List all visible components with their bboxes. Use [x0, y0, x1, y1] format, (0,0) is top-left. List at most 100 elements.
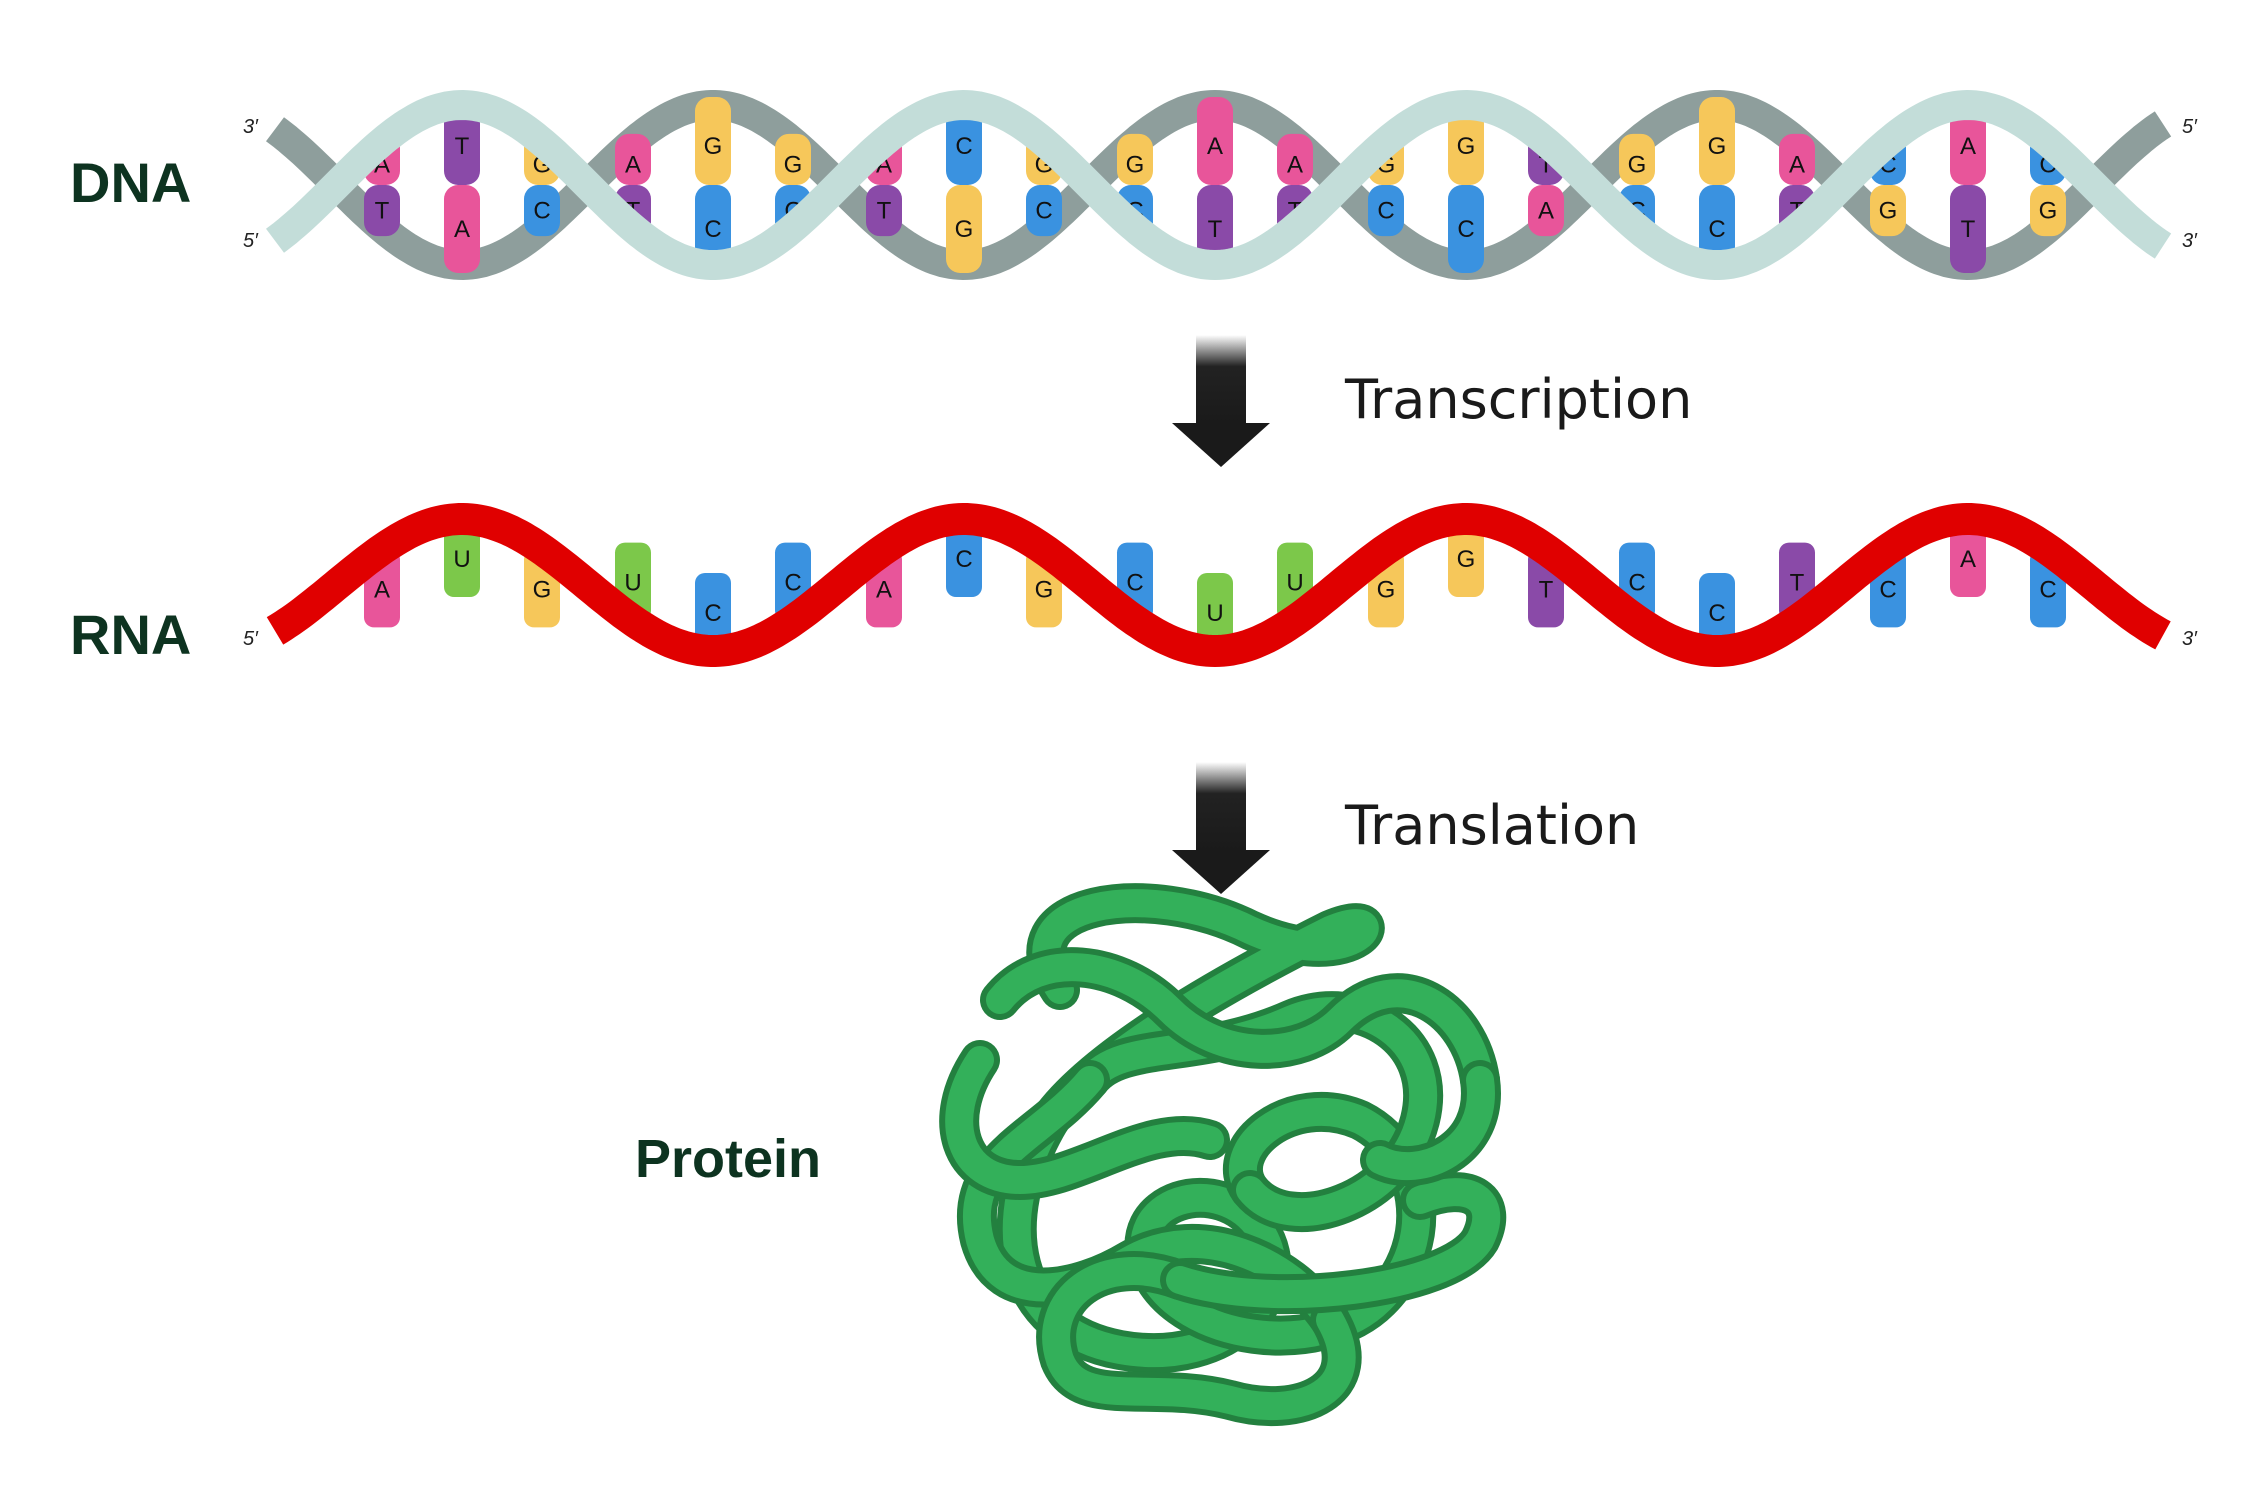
- transcription-label: Transcription: [1345, 368, 1693, 431]
- base-letter: A: [876, 576, 892, 603]
- base-letter: C: [704, 600, 721, 627]
- dna-base-pair: CG: [946, 97, 982, 273]
- protein-chain: [986, 953, 1494, 1094]
- rna-backbone: [266, 503, 2171, 668]
- dna-base-pair: CG: [2030, 133, 2066, 237]
- base-letter: C: [1708, 600, 1725, 627]
- dna-base-pair: AT: [1197, 97, 1233, 273]
- base-C: [1699, 573, 1735, 651]
- base-A: [1779, 133, 1815, 185]
- base-letter: G: [1628, 151, 1647, 178]
- dna-base-pair: GC: [1448, 97, 1484, 273]
- dna-front-strand: [266, 89, 2172, 281]
- base-letter: A: [1538, 198, 1554, 225]
- base-U: [444, 519, 480, 597]
- protein-blob: [939, 883, 1507, 1427]
- translation-label: Translation: [1345, 794, 1640, 857]
- dna-base-pair: TA: [444, 97, 480, 273]
- rna-base: C: [695, 573, 731, 651]
- base-G: [1117, 133, 1153, 185]
- protein-chain: [1366, 1066, 1495, 1181]
- base-letter: A: [1960, 546, 1976, 573]
- rna-base: C: [1699, 573, 1735, 651]
- dna-base-pair: GC: [1699, 97, 1735, 273]
- base-letter: G: [704, 133, 723, 160]
- base-letter: U: [453, 546, 470, 573]
- base-letter: C: [1879, 576, 1896, 603]
- base-T: [1950, 185, 1986, 273]
- dna-end-top-right: 5′: [2182, 116, 2197, 138]
- protein-chain: [1042, 1257, 1356, 1421]
- base-A: [1950, 519, 1986, 597]
- base-C: [1026, 185, 1062, 237]
- base-letter: G: [1457, 133, 1476, 160]
- base-A: [615, 133, 651, 185]
- base-letter: A: [374, 576, 390, 603]
- rna-base: A: [1950, 519, 1986, 597]
- base-G: [1619, 133, 1655, 185]
- base-letter: G: [1708, 133, 1727, 160]
- transcription-arrow: [1172, 335, 1270, 467]
- rna-base: G: [1448, 519, 1484, 597]
- base-letter: C: [1628, 570, 1645, 597]
- base-C: [1368, 185, 1404, 237]
- dna-helix: ATTAGCATGCGCATCGGCGCATATGCGCTAGCGCATCGAT…: [266, 89, 2172, 281]
- base-C: [695, 573, 731, 651]
- dna-base-pair: AT: [1950, 97, 1986, 273]
- base-U: [1197, 573, 1233, 651]
- base-letter: U: [1286, 570, 1303, 597]
- protein-chain: [945, 1046, 1224, 1195]
- rna-base: U: [1197, 573, 1233, 651]
- base-letter: C: [1035, 198, 1052, 225]
- dna-end-top-left: 3′: [243, 116, 258, 138]
- base-letter: U: [1206, 600, 1223, 627]
- base-letter: C: [1126, 570, 1143, 597]
- dna-end-bottom-right: 3′: [2182, 230, 2197, 252]
- base-letter: G: [1377, 576, 1396, 603]
- base-letter: C: [1708, 216, 1725, 243]
- base-letter: T: [1208, 216, 1223, 243]
- base-letter: T: [1961, 216, 1976, 243]
- base-letter: C: [1457, 216, 1474, 243]
- base-A: [1528, 185, 1564, 237]
- base-letter: G: [955, 216, 974, 243]
- base-A: [444, 185, 480, 273]
- protein-label: Protein: [635, 1129, 822, 1189]
- base-letter: A: [454, 216, 470, 243]
- rna-base: C: [946, 519, 982, 597]
- rna-label: RNA: [70, 603, 192, 666]
- base-G: [1448, 519, 1484, 597]
- dna-base-pair: GC: [695, 97, 731, 273]
- base-letter: G: [784, 151, 803, 178]
- base-letter: C: [2039, 576, 2056, 603]
- base-letter: C: [533, 198, 550, 225]
- dna-label: DNA: [70, 151, 192, 214]
- base-letter: C: [1377, 198, 1394, 225]
- base-G: [946, 185, 982, 273]
- base-G: [695, 97, 731, 185]
- base-letter: G: [1457, 546, 1476, 573]
- base-G: [2030, 185, 2066, 237]
- base-letter: T: [1539, 576, 1554, 603]
- base-T: [866, 185, 902, 237]
- base-letter: G: [533, 576, 552, 603]
- base-letter: A: [625, 151, 641, 178]
- base-letter: T: [877, 198, 892, 225]
- base-letter: C: [955, 133, 972, 160]
- base-G: [775, 133, 811, 185]
- base-letter: T: [455, 133, 470, 160]
- rna-end-right: 3′: [2182, 628, 2197, 650]
- base-A: [1277, 133, 1313, 185]
- base-letter: C: [704, 216, 721, 243]
- base-T: [364, 185, 400, 237]
- base-G: [1870, 185, 1906, 237]
- base-letter: T: [375, 198, 390, 225]
- base-letter: C: [784, 570, 801, 597]
- base-letter: T: [1790, 570, 1805, 597]
- protein-chain: [962, 1066, 1344, 1334]
- base-letter: A: [1789, 151, 1805, 178]
- dna-end-bottom-left: 5′: [243, 230, 258, 252]
- rna-base: U: [444, 519, 480, 597]
- base-letter: G: [2039, 198, 2058, 225]
